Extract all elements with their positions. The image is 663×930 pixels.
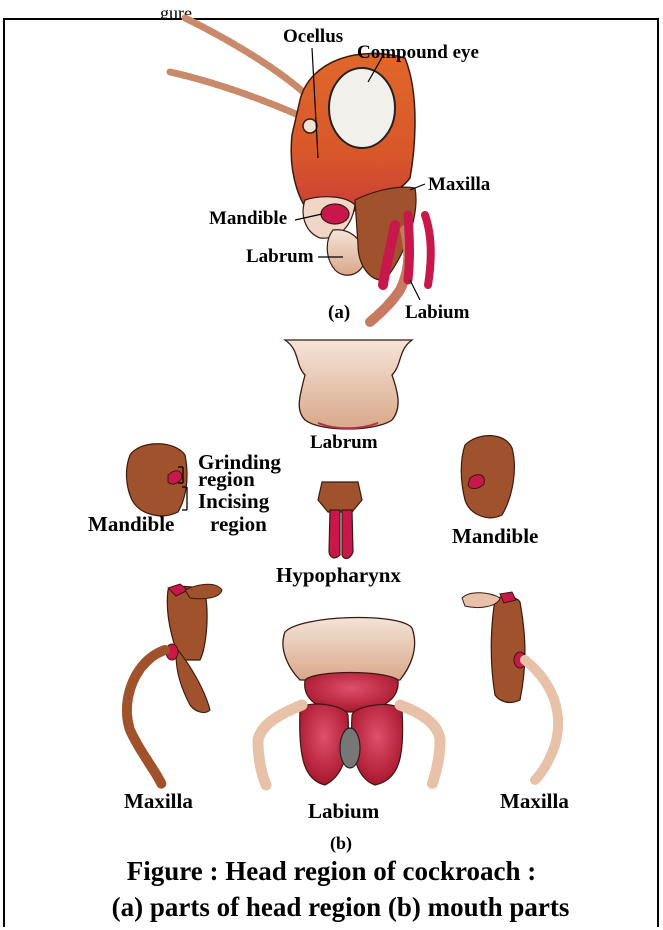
compound-eye	[329, 68, 395, 148]
label-maxilla-right: Maxilla	[500, 791, 569, 811]
label-grinding-region: region	[198, 469, 255, 489]
mandible-a	[321, 204, 349, 224]
labrum-drawing	[285, 340, 412, 429]
label-labrum-b: Labrum	[310, 433, 378, 453]
label-mandible-a: Mandible	[209, 209, 287, 229]
label-incising: Incising	[198, 491, 269, 511]
label-labium-a: Labium	[405, 303, 469, 323]
labial-palp-3	[425, 215, 431, 285]
label-ocellus: Ocellus	[283, 27, 343, 47]
label-hypopharynx: Hypopharynx	[276, 565, 401, 585]
hypopharynx-drawing	[318, 482, 362, 558]
label-labrum-a: Labrum	[246, 247, 314, 267]
mandible-right-drawing	[461, 436, 514, 518]
maxilla-right-drawing	[462, 592, 558, 780]
panel-a-label: (a)	[328, 303, 350, 323]
ocellus-spot	[303, 119, 317, 133]
labial-palp-2	[408, 215, 410, 280]
label-incising-region: region	[210, 514, 267, 534]
caption-line-2: (a) parts of head region (b) mouth parts	[18, 892, 663, 922]
maxilla-left-drawing	[127, 584, 222, 785]
label-mandible-left: Mandible	[88, 514, 174, 534]
head-drawing	[170, 18, 431, 322]
caption-line-1: Figure : Head region of cockroach :	[0, 856, 663, 886]
label-labium-b: Labium	[308, 801, 379, 821]
mandible-left-drawing	[126, 444, 187, 516]
label-maxilla-a: Maxilla	[428, 175, 490, 195]
label-compound-eye: Compound eye	[357, 43, 479, 63]
labium-b-drawing	[258, 617, 440, 785]
label-maxilla-left: Maxilla	[124, 791, 193, 811]
label-mandible-right: Mandible	[452, 526, 538, 546]
panel-b-label: (b)	[330, 833, 352, 853]
